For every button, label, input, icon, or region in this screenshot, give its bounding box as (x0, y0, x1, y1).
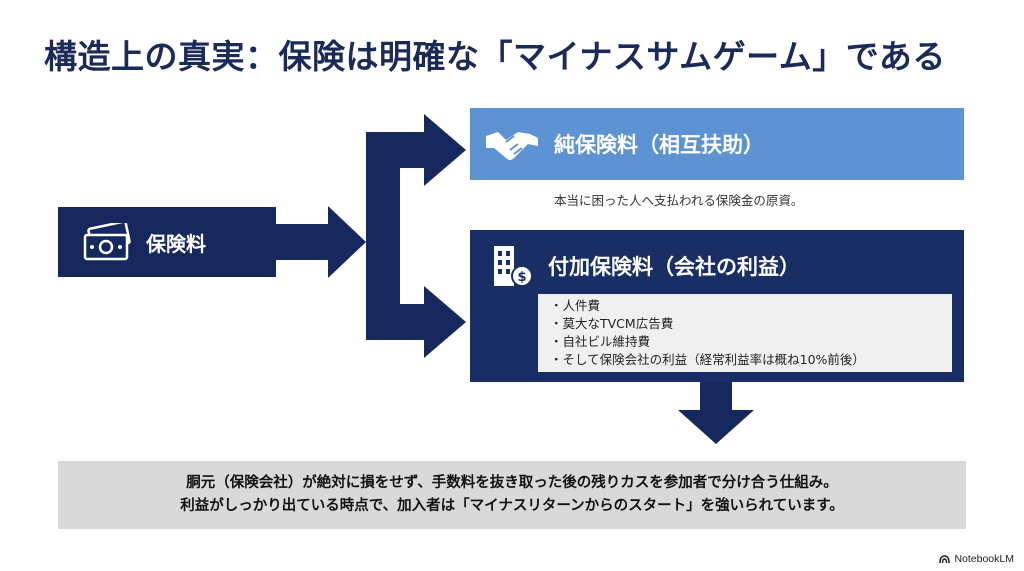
building-money-icon: $ (494, 246, 533, 287)
list-item: ・そして保険会社の利益（経常利益率は概ね10%前後） (550, 352, 865, 367)
conclusion-line-2: 利益がしっかり出ている時点で、加入者は「マイナスリターンからのスタート」を強いら… (180, 498, 844, 514)
page-title: 構造上の真実：保険は明確な「マイナスサムゲーム」である (44, 37, 946, 76)
brand-label: NotebookLM (954, 553, 1014, 565)
money-icon (83, 223, 131, 261)
arrow-to-loading-premium (366, 286, 466, 358)
pure-premium-label: 純保険料（相互扶助） (554, 133, 764, 157)
arrow-to-pure-premium (366, 114, 466, 186)
pure-premium-box: 純保険料（相互扶助） (470, 108, 964, 180)
handshake-icon (486, 132, 538, 160)
arrow-source-to-split (276, 206, 366, 278)
loading-premium-box: $ 付加保険料（会社の利益） ・人件費 ・莫大なTVCM広告費 ・自社ビル維持費… (470, 230, 964, 382)
list-item: ・人件費 (550, 298, 601, 313)
conclusion-line-1: 胴元（保険会社）が絶対に損をせず、手数料を抜き取った後の残りカスを参加者で分け合… (186, 475, 838, 491)
loading-premium-label: 付加保険料（会社の利益） (548, 255, 800, 279)
loading-premium-items: ・人件費 ・莫大なTVCM広告費 ・自社ビル維持費 ・そして保険会社の利益（経常… (538, 294, 952, 372)
notebooklm-logo-icon (939, 554, 951, 563)
list-item: ・自社ビル維持費 (550, 334, 651, 349)
premium-box: 保険料 (58, 207, 276, 277)
arrow-down-to-conclusion (678, 382, 754, 444)
conclusion-box: 胴元（保険会社）が絶対に損をせず、手数料を抜き取った後の残りカスを参加者で分け合… (58, 461, 966, 529)
pure-premium-description: 本当に困った人へ支払われる保険金の原資。 (554, 193, 804, 208)
list-item: ・莫大なTVCM広告費 (550, 316, 674, 331)
premium-label: 保険料 (146, 231, 206, 256)
brand-watermark: NotebookLM (939, 553, 1014, 565)
svg-text:$: $ (517, 270, 526, 285)
